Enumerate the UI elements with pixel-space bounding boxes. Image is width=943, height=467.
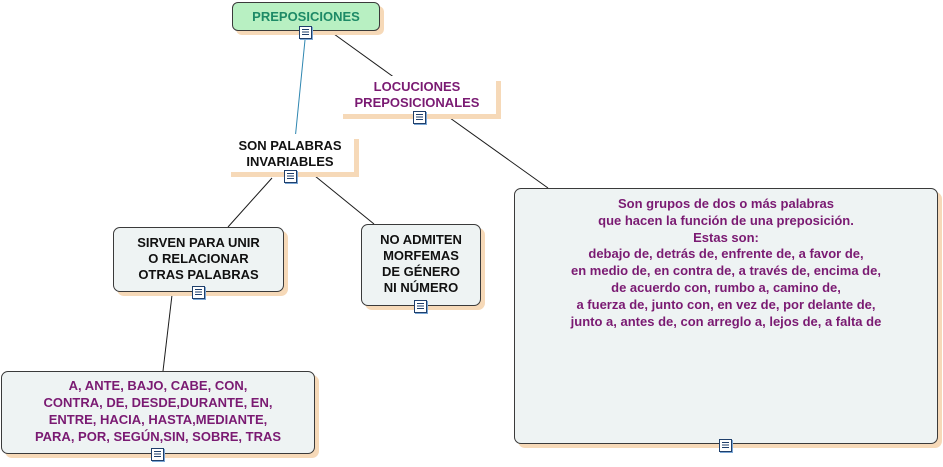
node-label-line: NO ADMITEN [380,232,462,247]
node-label-line: en medio de, en contra de, a través de, … [571,263,881,279]
note-icon[interactable] [414,300,427,313]
node-label-line: MORFEMAS [383,248,459,263]
node-label-line: de acuerdo con, rumbo a, camino de, [611,279,841,295]
node-label-line: PREPOSICIONALES [354,95,480,110]
node-label-line: junto a, antes de, con arreglo a, lejos … [570,313,882,329]
node-son-palabras-invariables[interactable]: SON PALABRAS INVARIABLES [226,134,354,172]
note-icon[interactable] [719,439,732,452]
node-label-line: DE GÉNERO [381,264,460,279]
node-label-line: PARA, POR, SEGÚN,SIN, SOBRE, TRAS [34,429,282,444]
node-sirven-para-unir[interactable]: SIRVEN PARA UNIR O RELACIONAR OTRAS PALA… [113,227,284,292]
node-locuciones-preposicionales[interactable]: LOCUCIONES PREPOSICIONALES [338,76,496,114]
note-icon[interactable] [284,170,297,183]
node-label-line: SON PALABRAS [238,138,342,153]
node-label-line: Son grupos de dos o más palabras [618,196,834,211]
node-label-line: O RELACIONAR [148,251,249,266]
node-label-line: NI NÚMERO [383,280,459,295]
node-label-line: A, ANTE, BAJO, CABE, CON, [68,378,248,393]
link-root-locuciones [333,33,396,79]
note-icon[interactable] [192,286,205,299]
node-grupos-de-palabras[interactable]: Son grupos de dos o más palabras que hac… [514,188,938,444]
node-label-line: debajo de, detrás de, enfrente de, a fav… [588,246,864,262]
link-sirven-lista [162,294,173,372]
node-lista-preposiciones[interactable]: A, ANTE, BAJO, CABE, CON, CONTRA, DE, DE… [1,371,315,454]
node-label-line: OTRAS PALABRAS [138,267,259,282]
node-label-line: Estas son: [693,229,759,245]
note-icon[interactable] [151,448,164,461]
note-icon[interactable] [299,26,312,39]
root-label: PREPOSICIONES [252,8,360,24]
link-invariables-morfemas [314,175,375,225]
node-no-admiten-morfemas[interactable]: NO ADMITEN MORFEMAS DE GÉNERO NI NÚMERO [361,224,481,306]
node-label-line: ENTRE, HACIA, HASTA,MEDIANTE, [48,412,268,427]
node-label-line: que hacen la función de una preposición. [598,212,854,228]
link-locuciones-grupos [449,117,549,189]
node-label-line: a fuerza de, junto con, en vez de, por d… [576,296,876,312]
node-label-line: SIRVEN PARA UNIR [137,235,260,250]
note-icon[interactable] [413,111,426,124]
link-invariables-sirven [227,177,273,228]
node-label-line: CONTRA, DE, DESDE,DURANTE, EN, [43,395,273,410]
node-label-line: INVARIABLES [246,154,334,169]
node-label-line: LOCUCIONES [373,79,461,94]
